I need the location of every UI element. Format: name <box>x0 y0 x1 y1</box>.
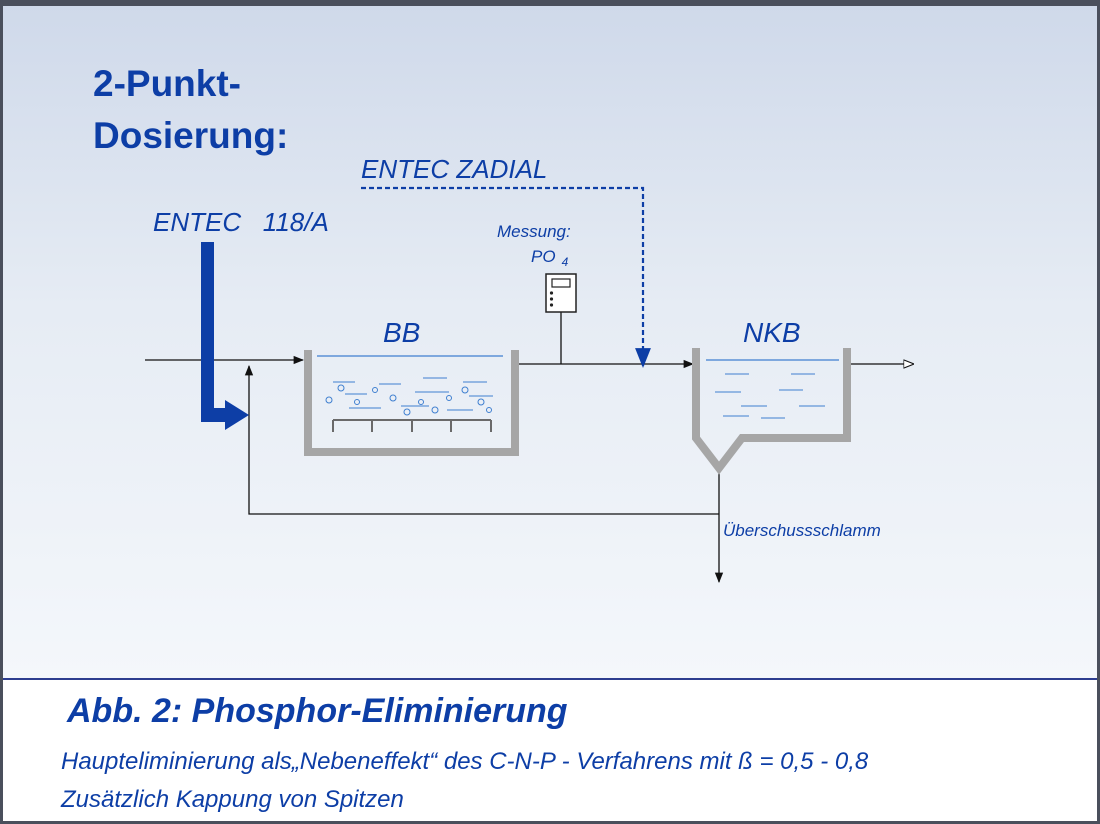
po-text: PO <box>531 247 556 266</box>
po-subscript: 4 <box>562 255 569 269</box>
nkb-label: NKB <box>743 317 801 348</box>
page-title: 2-Punkt- Dosierung: <box>93 63 289 156</box>
zadial-dosing-line <box>361 186 651 368</box>
caption-line-1: Haupteliminierung als„Nebeneffekt“ des C… <box>61 748 869 775</box>
excess-sludge-label: Überschussschlamm <box>723 521 881 540</box>
caption-title: Abb. 2: Phosphor-Eliminierung <box>67 692 568 730</box>
nkb-tank <box>692 348 851 475</box>
bb-label: BB <box>383 317 420 348</box>
entec-zadial-label: ENTEC ZADIAL <box>361 154 547 184</box>
bb-tank <box>304 350 519 456</box>
caption-line-2: Zusätzlich Kappung von Spitzen <box>61 786 404 813</box>
measurement-label: Messung: <box>497 222 571 241</box>
entec-118a-label: ENTEC 118/A <box>153 207 329 237</box>
measurement-device-icon <box>545 273 577 313</box>
po4-label: PO 4 <box>531 247 569 269</box>
process-diagram: ENTEC 118/A ENTEC ZADIAL Messung: PO 4 BB… <box>145 154 1097 584</box>
entec-118a-dosing-arrow <box>201 242 249 430</box>
return-sludge-line <box>244 364 719 515</box>
diagram-panel: ENTEC 118/A ENTEC ZADIAL Messung: PO 4 BB… <box>3 6 1097 680</box>
